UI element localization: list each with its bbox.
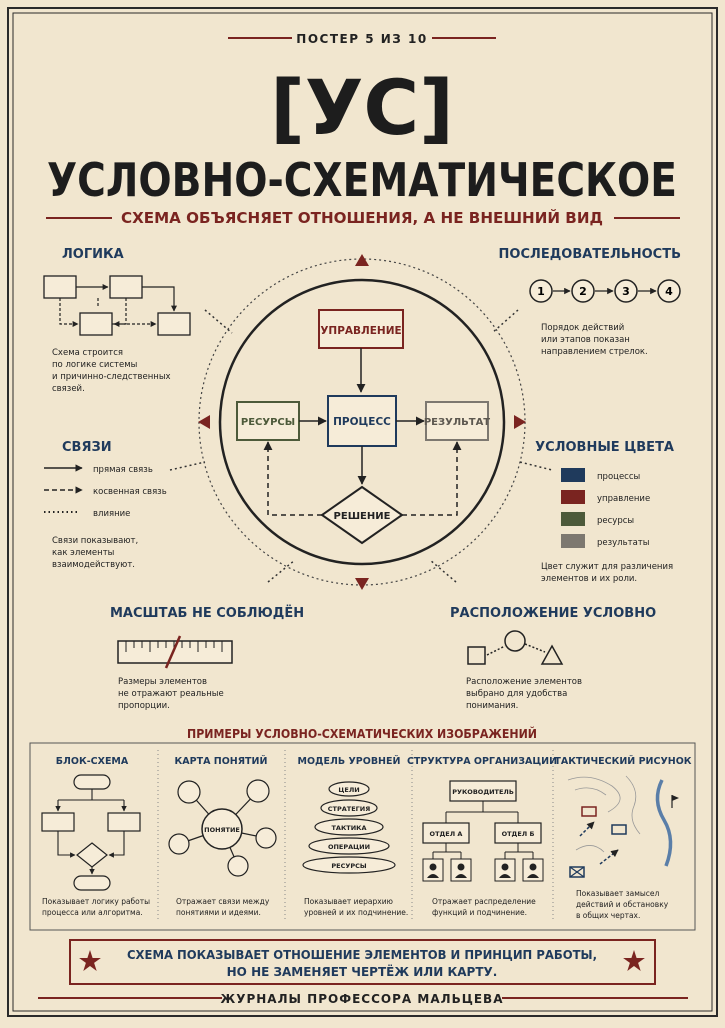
link-indirect-label: косвенная связь [93,487,167,497]
swatch-resources [561,512,585,526]
step-2: 2 [579,285,587,298]
decision-diamond [320,485,404,545]
examples-frame [29,742,696,931]
colors-text: Цвет служит для различения элементов и и… [541,562,676,584]
step-1: 1 [537,285,545,298]
result-label: РЕЗУЛЬТАТ [424,417,490,428]
flowchart-title: БЛОК-СХЕМА [56,756,129,767]
flowchart-diagram [41,774,141,891]
levels-text: Показывает иерархию уровней и их подчине… [304,897,408,917]
swatch-management [561,490,585,504]
flowchart-text: Показывает логику работы процесса или ал… [42,897,152,917]
logic-title: ЛОГИКА [62,247,124,262]
link-influence-label: влияние [93,509,130,519]
colors-title: УСЛОВНЫЕ ЦВЕТА [535,440,674,455]
bottom-note-line-1: СХЕМА ПОКАЗЫВАЕТ ОТНОШЕНИЕ ЭЛЕМЕНТОВ И П… [127,948,597,962]
footer-text: ЖУРНАЛЫ ПРОФЕССОРА МАЛЬЦЕВА [221,992,504,1006]
bottom-note-line-2: НО НЕ ЗАМЕНЯЕТ ЧЕРТЁЖ ИЛИ КАРТУ. [227,964,498,979]
swatch-results [561,534,585,548]
examples-title: ПРИМЕРЫ УСЛОВНО-СХЕМАТИЧЕСКИХ ИЗОБРАЖЕНИ… [187,726,537,741]
management-box [318,309,404,349]
scale-text: Размеры элементов не отражают реальные п… [118,677,226,711]
layout-title: РАСПОЛОЖЕНИЕ УСЛОВНО [450,606,656,621]
concept-map-title: КАРТА ПОНЯТИЙ [175,755,268,767]
level-3: ТАКТИКА [332,824,367,832]
outer-frame [7,7,718,1017]
star-icon-right [623,950,645,971]
concept-map-diagram [168,779,277,877]
tactical-map [567,775,679,878]
link-direct-label: прямая связь [93,465,153,475]
sequence-text: Порядок действий или этапов показан напр… [541,323,648,357]
level-2: СТРАТЕГИЯ [328,805,370,813]
layout-text: Расположение элементов выбрано для удобс… [466,677,585,711]
color-label-resources: ресурсы [597,516,634,526]
subtitle: СХЕМА ОБЪЯСНЯЕТ ОТНОШЕНИЯ, А НЕ ВНЕШНИЙ … [121,208,603,227]
swatch-processes [561,468,585,482]
bottom-note-frame [69,939,656,985]
star-icon-left [79,950,101,971]
abbreviation: [УС] [270,63,454,152]
level-1: ЦЕЛИ [338,786,359,794]
process-label: ПРОЦЕСС [333,416,391,428]
inner-frame [12,12,713,1012]
org-title: СТРУКТУРА ОРГАНИЗАЦИИ [407,756,557,767]
links-title: СВЯЗИ [62,440,112,455]
step-3: 3 [622,285,630,298]
decision-label: РЕШЕНИЕ [334,511,391,522]
shapes-icon [467,630,564,665]
main-circle [218,278,506,566]
color-label-processes: процессы [597,472,640,482]
right-marker-icon [514,415,526,429]
management-label: УПРАВЛЕНИЕ [320,325,401,337]
sequence-steps: 1 2 3 4 [529,279,681,303]
page-title: УСЛОВНО-СХЕМАТИЧЕСКОЕ [47,153,677,207]
org-head-label: РУКОВОДИТЕЛЬ [452,788,514,796]
result-box [425,401,489,441]
links-text: Связи показывают, как элементы взаимодей… [52,536,141,570]
org-dept-b-label: ОТДЕЛ Б [502,830,535,838]
levels-title: МОДЕЛЬ УРОВНЕЙ [298,755,401,767]
color-label-results: результаты [597,538,649,548]
scale-title: МАСШТАБ НЕ СОБЛЮДЁН [110,605,304,621]
level-4: ОПЕРАЦИИ [328,843,370,851]
color-label-management: управление [597,494,650,504]
org-dept-a-label: ОТДЕЛ А [430,830,463,838]
left-marker-icon [198,415,210,429]
poster-label: ПОСТЕР 5 ИЗ 10 [296,32,427,46]
top-marker-icon [355,254,369,266]
levels-diagram [302,781,396,874]
resources-label: РЕСУРСЫ [241,417,295,428]
concept-map-text: Отражает связи между понятиями и идеями. [176,897,272,917]
tactical-text: Показывает замысел действий и обстановку… [576,889,671,920]
resources-box [236,401,300,441]
org-diagram [422,780,544,882]
bottom-marker-icon [355,578,369,590]
ruler-icon [117,635,233,669]
person-icon [422,858,544,882]
org-text: Отражает распределение функций и подчине… [432,897,538,917]
step-4: 4 [665,285,673,298]
tactical-title: ТАКТИЧЕСКИЙ РИСУНОК [554,755,691,767]
sequence-title: ПОСЛЕДОВАТЕЛЬНОСТЬ [499,247,681,262]
logic-text: Схема строится по логике системы и причи… [52,348,173,394]
concept-center-label: ПОНЯТИЕ [204,826,240,834]
level-5: РЕСУРСЫ [331,862,367,870]
